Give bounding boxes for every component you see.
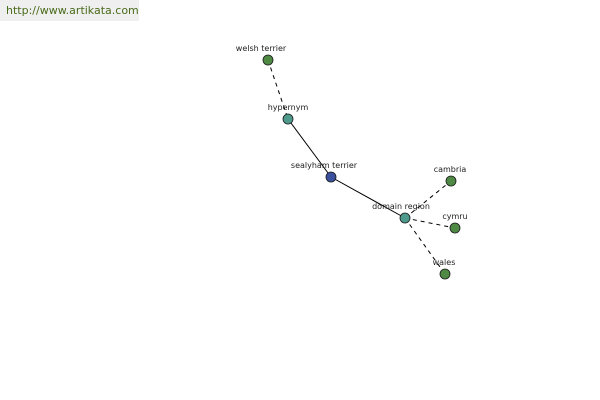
node-label-cambria[interactable]: cambria: [434, 165, 467, 174]
node-hypernym[interactable]: [282, 113, 294, 125]
artikata-url-link[interactable]: http://www.artikata.com: [0, 0, 139, 21]
node-cymru[interactable]: [449, 222, 461, 234]
node-label-welsh-terrier[interactable]: welsh terrier: [236, 44, 287, 53]
node-label-wales[interactable]: wales: [433, 258, 456, 267]
edge-domain-region-to-cymru: [404, 217, 456, 229]
node-label-domain-region[interactable]: domain region: [372, 202, 430, 211]
nodes-layer: [262, 54, 461, 280]
labels-layer: welsh terrier hypernym sealyham terrier dom…: [236, 44, 468, 267]
edge-welsh-terrier-to-hypernym: [267, 59, 289, 120]
node-label-sealyham-terrier[interactable]: sealyham terrier: [291, 161, 358, 170]
node-wales[interactable]: [439, 268, 451, 280]
node-welsh-terrier[interactable]: [262, 54, 274, 66]
edge-domain-region-to-cambria: [404, 180, 452, 219]
edge-domain-region-to-wales: [404, 217, 446, 275]
node-label-cymru[interactable]: cymru: [442, 212, 467, 221]
edge-hypernym-to-sealyham-terrier: [287, 118, 332, 178]
node-label-hypernym[interactable]: hypernym: [268, 103, 309, 112]
node-domain-region[interactable]: [399, 212, 411, 224]
edges-layer: [267, 59, 456, 275]
node-sealyham-terrier[interactable]: [325, 171, 337, 183]
edge-sealyham-terrier-to-domain-region: [330, 176, 406, 219]
node-cambria[interactable]: [445, 175, 457, 187]
